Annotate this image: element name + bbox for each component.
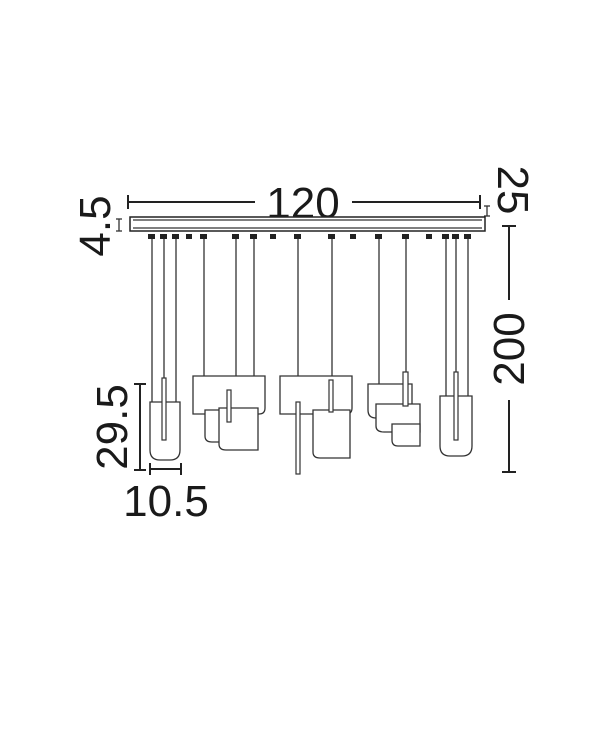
total-height-dimension: 200: [485, 225, 534, 473]
pendant-shade-1: [149, 377, 181, 461]
pendant-shade-5: [439, 371, 473, 457]
shade-width-dimension: 10.5: [123, 463, 209, 526]
total-height-label: 200: [485, 312, 534, 385]
depth-label: 25: [488, 166, 537, 215]
depth-dimension: 25: [484, 166, 537, 217]
pendant-shade-2: [192, 375, 266, 451]
canopy: [129, 216, 486, 239]
pendant-shade-3: [279, 375, 353, 475]
suspension-cables: [151, 239, 469, 402]
canopy-height-label: 4.5: [71, 195, 120, 256]
shade-height-label: 29.5: [88, 384, 137, 470]
shade-height-dimension: 29.5: [88, 383, 146, 471]
shade-width-label: 10.5: [123, 477, 209, 526]
pendant-shade-4: [367, 371, 421, 447]
canopy-height-dimension: 4.5: [71, 195, 122, 257]
